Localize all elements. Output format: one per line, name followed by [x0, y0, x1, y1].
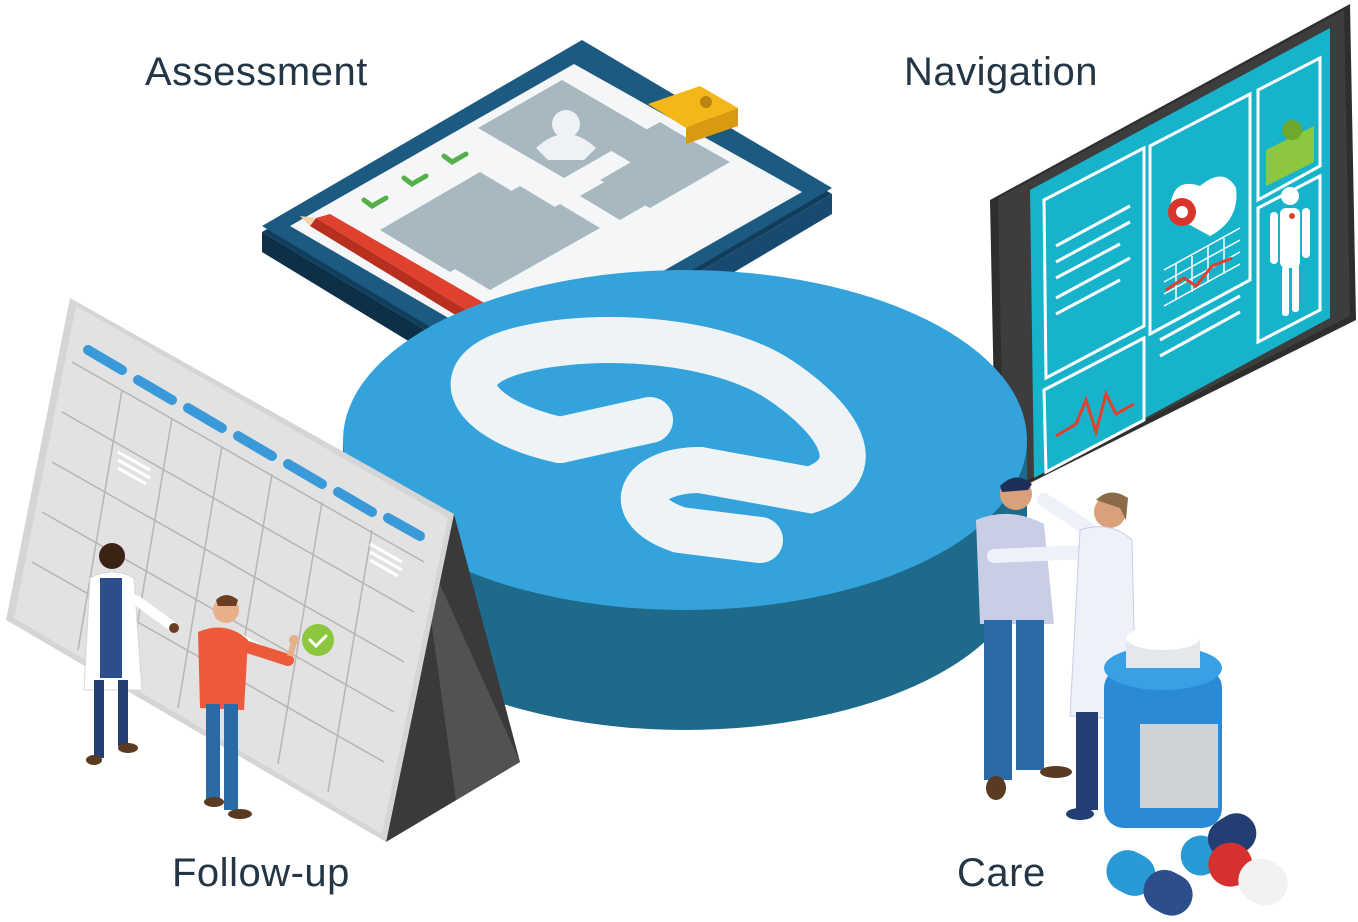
stylized-s-logo-icon [450, 317, 866, 563]
follow-up-label: Follow-up [172, 851, 350, 895]
doctor-figure-left [83, 543, 179, 765]
care-label: Care [957, 851, 1046, 895]
calendar-icon [6, 298, 520, 842]
medicine-bottle-icon [1104, 626, 1222, 828]
clipboard-icon [262, 40, 832, 404]
tablet-icon [990, 4, 1356, 500]
navigation-label: Navigation [904, 50, 1099, 94]
patient-figure-orange [198, 595, 299, 819]
capsule-icon [1106, 813, 1288, 916]
assessment-label: Assessment [145, 50, 368, 94]
patient-figure-blue [976, 477, 1072, 800]
